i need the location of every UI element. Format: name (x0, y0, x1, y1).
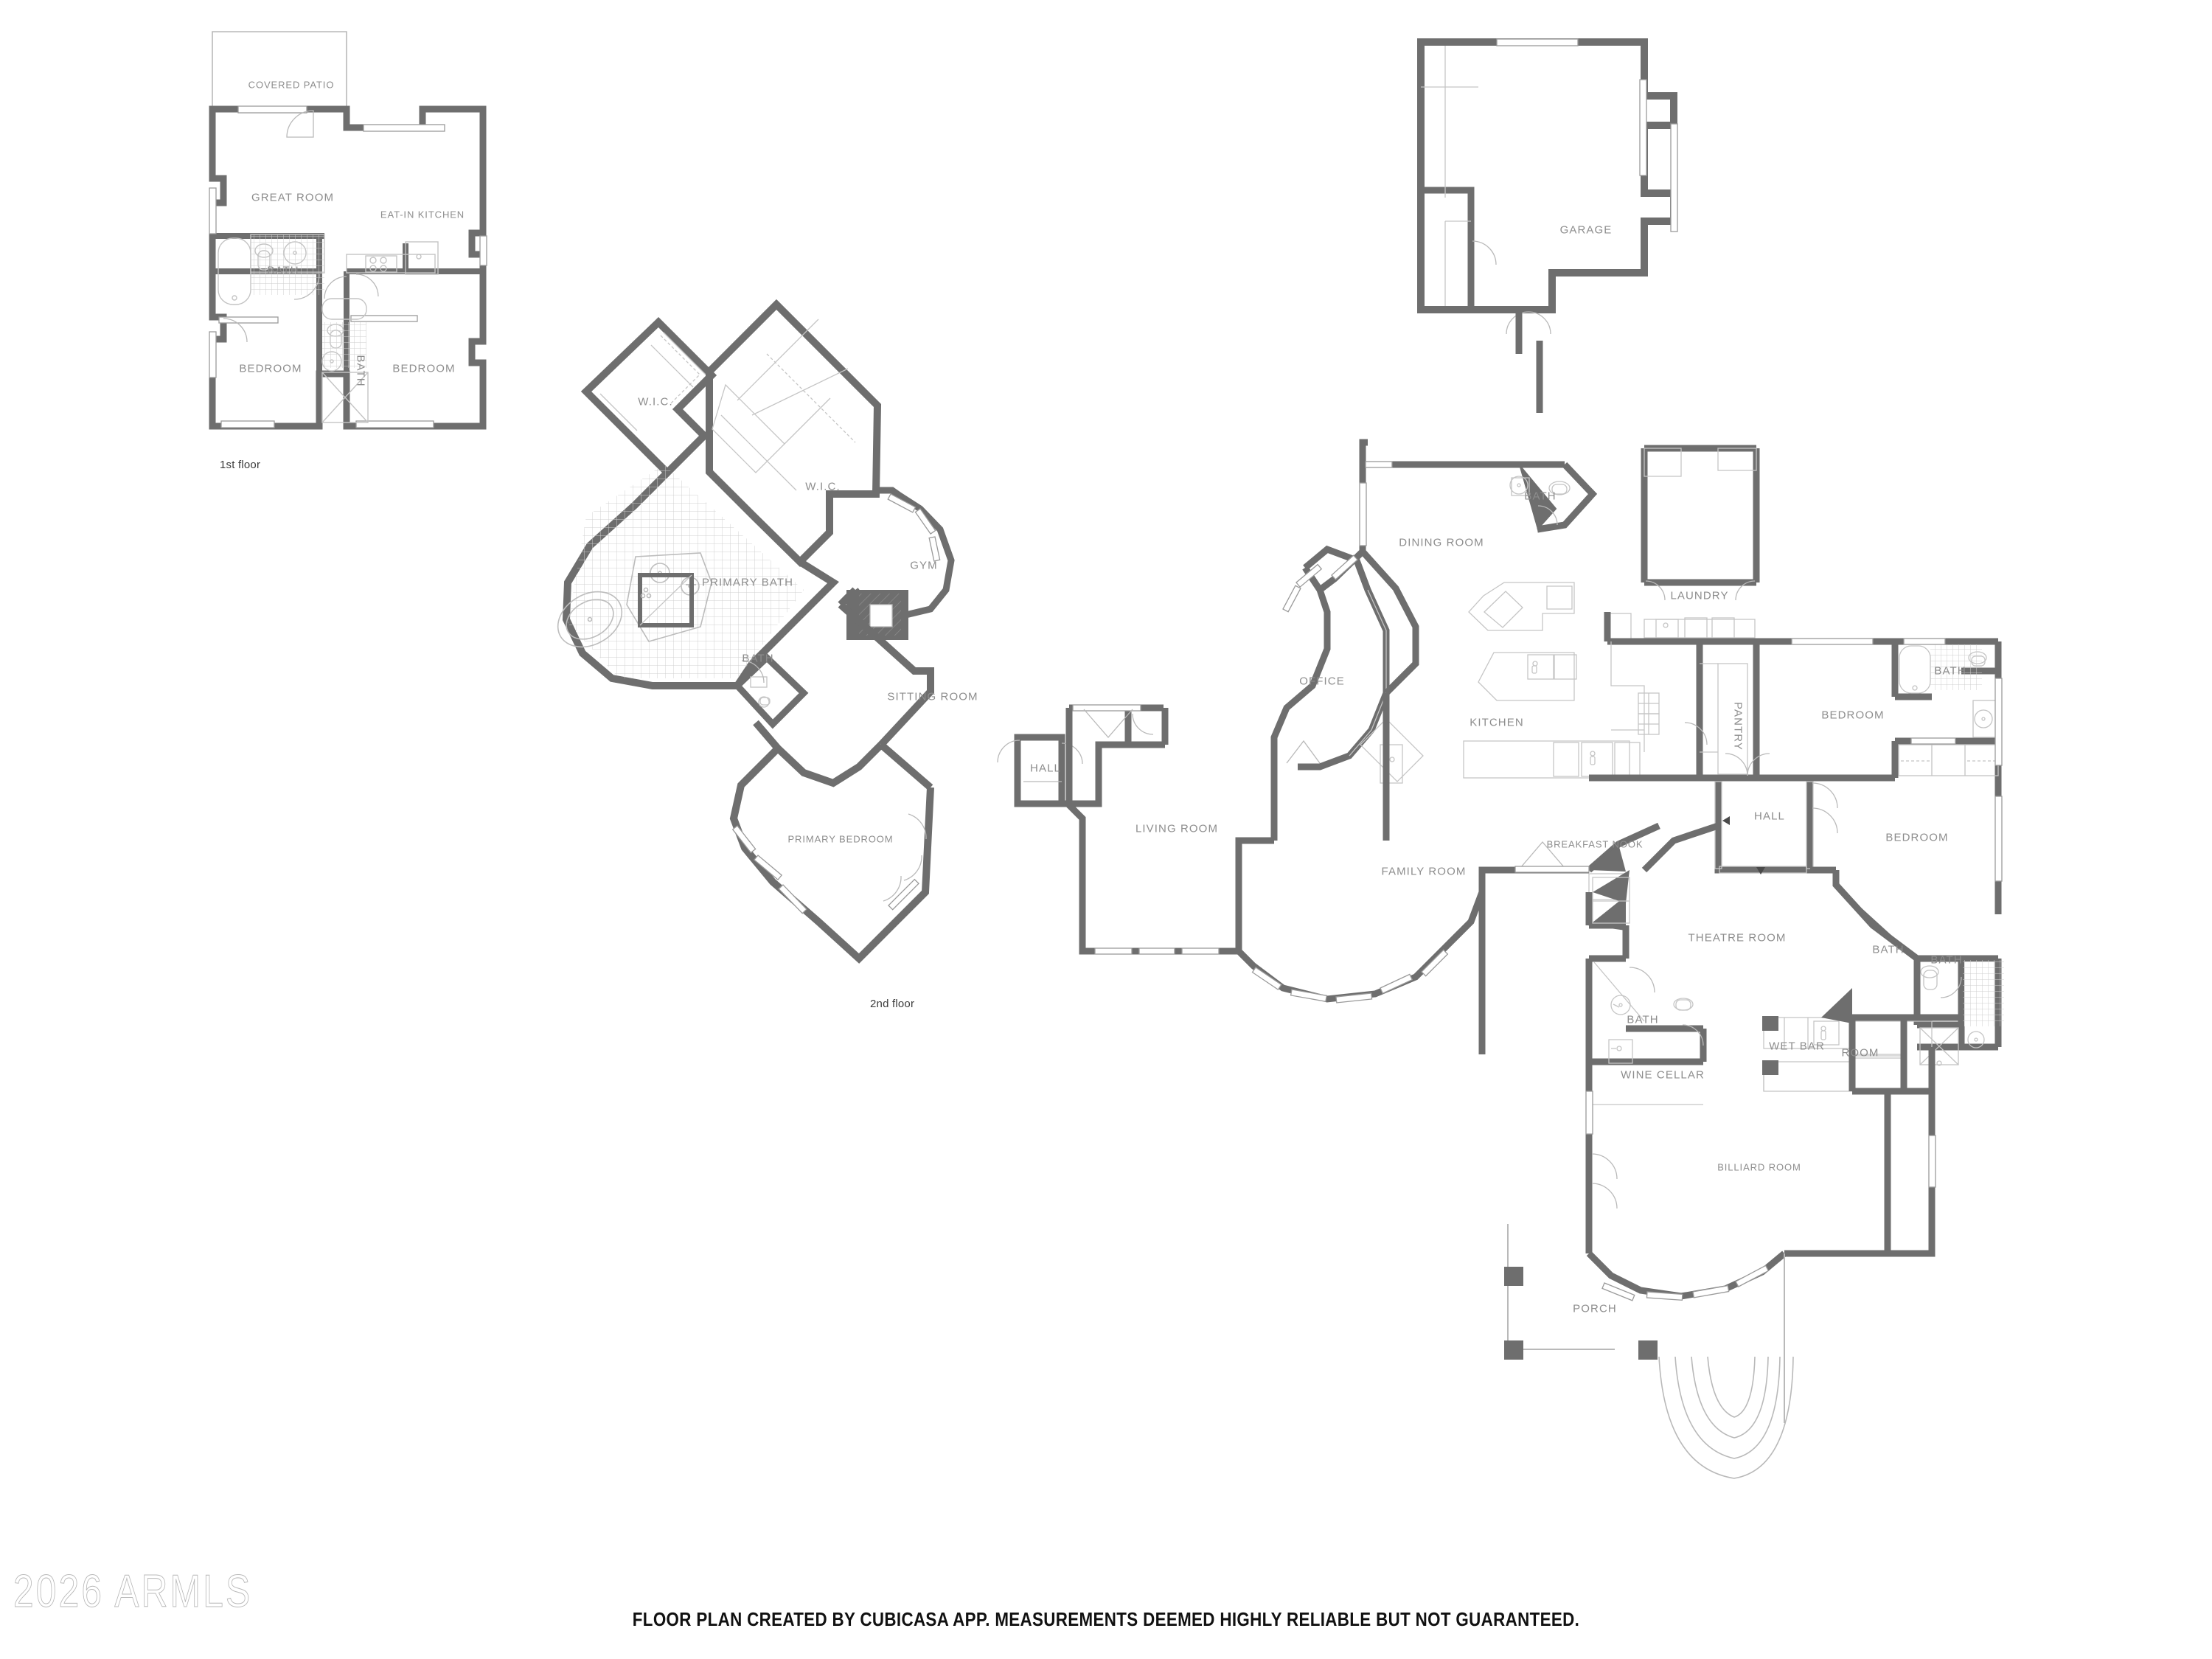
floor-caption-first: 1st floor (220, 459, 261, 471)
disclaimer-text: FLOOR PLAN CREATED BY CUBICASA APP. MEAS… (632, 1608, 1580, 1630)
second-floor-primary-suite (557, 299, 1424, 964)
floor-caption-second: 2nd floor (870, 998, 915, 1010)
mls-watermark: 2026 ARMLS (13, 1566, 253, 1618)
first-floor-unit (209, 31, 487, 430)
second-floor-main-house (1236, 38, 2004, 1479)
